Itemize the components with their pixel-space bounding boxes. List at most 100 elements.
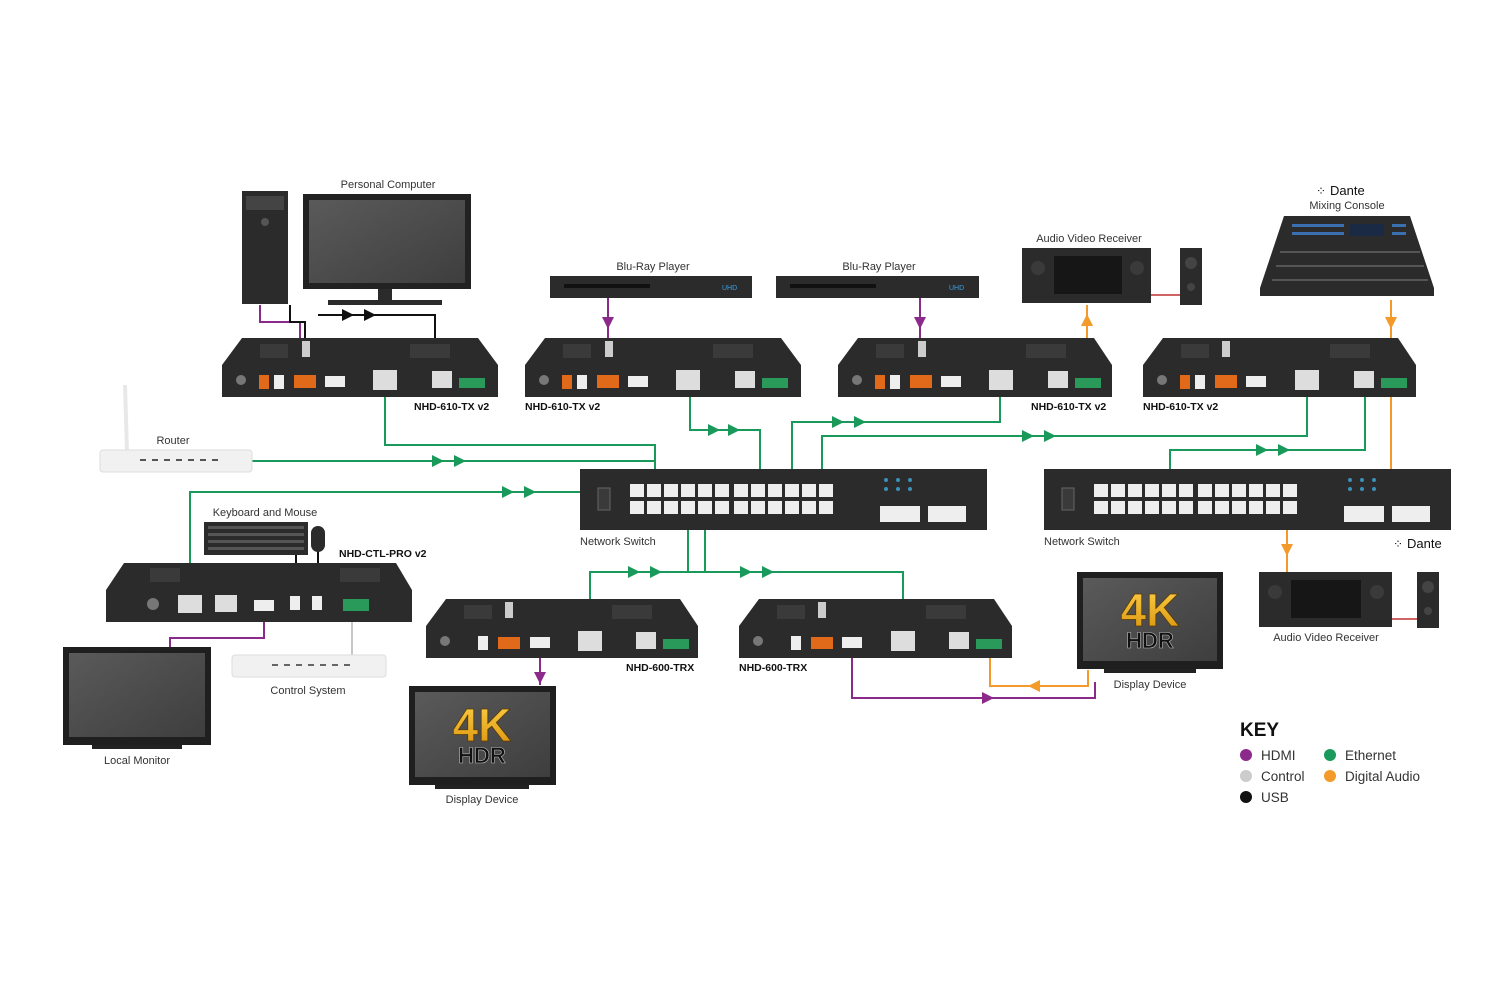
switch-port (1145, 501, 1159, 514)
switch-port (1162, 484, 1176, 497)
display-device-2: 4K HDR Display Device (1077, 572, 1223, 691)
status-logo (302, 341, 310, 357)
usb-cable-pc-b (318, 314, 436, 340)
key-usb-swatch (1240, 791, 1252, 803)
key-hdmi-swatch (1240, 749, 1252, 761)
switch-port (1215, 501, 1229, 514)
display-device-1: 4K HDR Display Device (409, 686, 556, 806)
switch-port (1266, 501, 1280, 514)
nhd-600-trx-1: NHD-600-TRX (426, 599, 698, 674)
keyboard-and-mouse: Keyboard and Mouse (204, 507, 325, 555)
tx2-model: NHD-610-TX v2 (525, 401, 600, 413)
key-digital-audio-swatch (1324, 770, 1336, 782)
switch-port (698, 484, 712, 497)
switch-port (768, 484, 782, 497)
display-4k-text: 4K (453, 699, 512, 751)
switch-port (751, 501, 765, 514)
key-legend: KEY HDMI Ethernet Control Digital Audio … (1240, 720, 1420, 805)
trx1-model: NHD-600-TRX (626, 662, 694, 674)
personal-computer-label: Personal Computer (341, 179, 436, 191)
nhd-610-tx-1: NHD-610-TX v2 (222, 338, 498, 413)
tx3-model: NHD-610-TX v2 (1031, 401, 1106, 413)
switch-port (1094, 484, 1108, 497)
ctl-model: NHD-CTL-PRO v2 (339, 548, 427, 560)
switch-port (734, 484, 748, 497)
switch-port (734, 501, 748, 514)
switch-port (1179, 484, 1193, 497)
keyboard-mouse-label: Keyboard and Mouse (213, 507, 318, 519)
switch-port (1249, 501, 1263, 514)
key-ethernet-swatch (1324, 749, 1336, 761)
switch-port (768, 501, 782, 514)
uhd-badge: UHD (722, 285, 737, 292)
tx4-model: NHD-610-TX v2 (1143, 401, 1218, 413)
mouse (311, 526, 325, 552)
nhd-610-tx-3: NHD-610-TX v2 (838, 338, 1112, 413)
switch-port (647, 501, 661, 514)
dante-icon: ⁘ (1393, 537, 1403, 551)
key-title: KEY (1240, 720, 1279, 741)
display-hdr-text: HDR (1126, 628, 1174, 653)
switch-port (802, 484, 816, 497)
display-4k-text: 4K (1121, 584, 1180, 636)
switch-port (1198, 501, 1212, 514)
dante-logo-bottom: Dante (1407, 536, 1442, 551)
switch-port (698, 501, 712, 514)
router: Router (99, 384, 253, 473)
local-monitor-label: Local Monitor (104, 755, 170, 767)
nhd-610-tx-2: NHD-610-TX v2 (525, 338, 801, 413)
switch-ports (630, 484, 833, 514)
switch-port (630, 501, 644, 514)
switch-port (715, 501, 729, 514)
dante-icon: ⁘ (1316, 184, 1326, 198)
dante-logo-top: Dante (1330, 183, 1365, 198)
key-ethernet-label: Ethernet (1345, 748, 1396, 763)
network-switch-2: Network Switch ⁘ Dante (1044, 469, 1451, 551)
nhd-600-trx-2: NHD-600-TRX (739, 599, 1012, 674)
switch-port (1128, 501, 1142, 514)
switch-port (785, 501, 799, 514)
nhd-ctl-pro: NHD-CTL-PRO v2 (106, 548, 427, 622)
control-system: Control System (231, 654, 387, 697)
speaker-bottom (1417, 572, 1439, 628)
key-control-label: Control (1261, 769, 1305, 784)
switch-port (681, 501, 695, 514)
network-switch-1-label: Network Switch (580, 536, 656, 548)
switch-port (715, 484, 729, 497)
mixing-console: Dante ⁘ Mixing Console (1260, 183, 1434, 296)
network-switch-2-label: Network Switch (1044, 536, 1120, 548)
network-switch-1: Network Switch (580, 469, 987, 548)
switch-ports (1094, 484, 1297, 514)
switch-port (681, 484, 695, 497)
blu-ray-player-1: UHD Blu-Ray Player (550, 261, 752, 298)
blu-ray-player-2-label: Blu-Ray Player (842, 261, 916, 273)
switch-port (664, 484, 678, 497)
switch-port (1198, 484, 1212, 497)
switch-port (819, 484, 833, 497)
control-system-label: Control System (270, 685, 345, 697)
switch-port (819, 501, 833, 514)
trx2-model: NHD-600-TRX (739, 662, 807, 674)
ethernet-cable-tx3-b (821, 388, 1308, 488)
display-hdr-text: HDR (458, 743, 506, 768)
switch-port (664, 501, 678, 514)
switch-port (751, 484, 765, 497)
ethernet-cable-tx3-a (791, 385, 1001, 488)
switch-port (1283, 501, 1297, 514)
local-monitor: Local Monitor (63, 647, 211, 767)
speaker-top (1180, 248, 1202, 305)
switch-port (1111, 501, 1125, 514)
personal-computer: Personal Computer (242, 179, 471, 305)
display-device-2-label: Display Device (1114, 679, 1187, 691)
switch-port (1111, 484, 1125, 497)
blu-ray-player-1-label: Blu-Ray Player (616, 261, 690, 273)
switch-port (1232, 484, 1246, 497)
switch-port (1215, 484, 1229, 497)
switch-port (1094, 501, 1108, 514)
key-hdmi-label: HDMI (1261, 748, 1296, 763)
switch-port (630, 484, 644, 497)
switch-port (1283, 484, 1297, 497)
key-digital-audio-label: Digital Audio (1345, 769, 1420, 784)
router-label: Router (156, 435, 189, 447)
